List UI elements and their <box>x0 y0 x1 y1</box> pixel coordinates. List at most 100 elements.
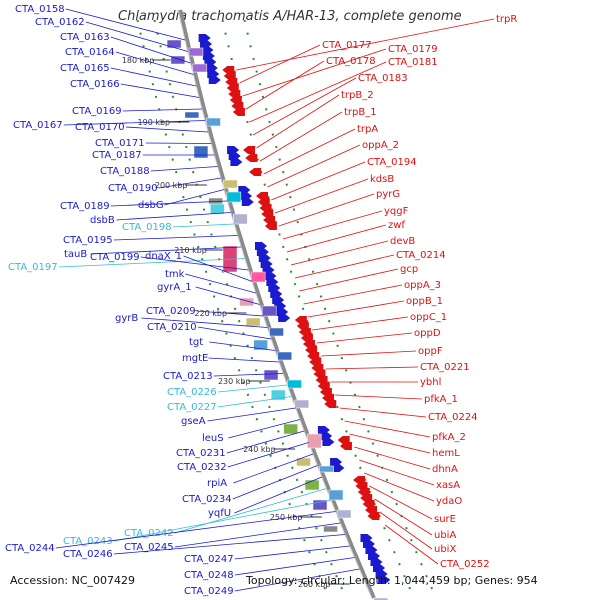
gene-label-right[interactable]: dhnA <box>432 464 458 475</box>
gene-label-left[interactable]: CTA_0170 <box>75 122 125 133</box>
gene-label-right[interactable]: xasA <box>436 480 460 491</box>
gene-label-left[interactable]: CTA_0226 <box>167 387 217 398</box>
gene-label-left[interactable]: leuS <box>202 433 224 444</box>
gene-label-right[interactable]: CTA_0177 <box>322 40 372 51</box>
gene-label-left[interactable]: CTA_0209 <box>146 306 196 317</box>
feature-block[interactable] <box>193 145 209 159</box>
gene-arrow-reverse[interactable] <box>243 146 256 154</box>
gene-arrow-reverse[interactable] <box>324 400 337 408</box>
gene-label-right[interactable]: gcp <box>400 264 418 275</box>
feature-block[interactable] <box>312 499 328 511</box>
gene-label-left[interactable]: CTA_0162 <box>35 17 85 28</box>
gene-label-left[interactable]: CTA_0171 <box>95 138 145 149</box>
gene-label-right[interactable]: CTA_0183 <box>358 73 408 84</box>
gene-label-right[interactable]: CTA_0221 <box>420 362 470 373</box>
feature-block[interactable] <box>263 369 279 381</box>
feature-block[interactable] <box>294 399 310 409</box>
feature-block[interactable] <box>166 39 182 49</box>
gene-label-right[interactable]: surE <box>434 514 456 525</box>
gene-label-right[interactable]: CTA_0181 <box>388 57 438 68</box>
gene-label-right[interactable]: CTA_0179 <box>388 44 438 55</box>
gene-label-left[interactable]: gyrA_1 <box>157 282 192 293</box>
gene-label-right[interactable]: trpB_1 <box>344 107 377 118</box>
gene-arrow-forward[interactable] <box>278 314 291 322</box>
gene-arrow-forward[interactable] <box>208 76 221 84</box>
gene-label-right[interactable]: zwf <box>388 220 405 231</box>
gene-label-left[interactable]: CTA_0248 <box>184 570 234 581</box>
gene-label-right[interactable]: kdsB <box>370 174 394 185</box>
gene-label-left[interactable]: dsbG <box>138 200 164 211</box>
feature-block[interactable] <box>270 389 286 401</box>
gene-label-left[interactable]: CTA_0158 <box>15 4 65 15</box>
gene-label-right[interactable]: devB <box>390 236 415 247</box>
gene-label-right[interactable]: hemL <box>432 448 460 459</box>
feature-block[interactable] <box>245 317 261 327</box>
feature-block[interactable] <box>277 351 292 361</box>
gene-label-left[interactable]: CTA_0167 <box>13 120 63 131</box>
feature-block[interactable] <box>184 111 200 119</box>
gene-arrow-forward[interactable] <box>322 438 335 446</box>
gene-label-left[interactable]: tgt <box>189 337 203 348</box>
feature-block[interactable] <box>192 63 208 73</box>
feature-block[interactable] <box>328 489 344 501</box>
feature-block[interactable] <box>304 479 320 491</box>
gene-arrow-reverse[interactable] <box>339 442 352 450</box>
feature-block[interactable] <box>170 55 186 65</box>
gene-label-right[interactable]: trpR <box>496 14 517 25</box>
gene-arrow-forward[interactable] <box>378 576 391 584</box>
gene-label-left[interactable]: CTA_0189 <box>60 201 110 212</box>
gene-label-left[interactable]: CTA_0210 <box>147 322 197 333</box>
gene-label-left[interactable]: CTA_0190 <box>108 183 158 194</box>
gene-label-right[interactable]: pyrG <box>376 189 400 200</box>
gene-label-left[interactable]: CTA_0242 <box>124 528 174 539</box>
gene-label-left[interactable]: CTA_0232 <box>177 462 227 473</box>
gene-label-left[interactable]: CTA_0164 <box>65 47 115 58</box>
gene-arrow-forward[interactable] <box>332 464 345 472</box>
gene-label-right[interactable]: ydaO <box>436 496 462 507</box>
feature-block[interactable] <box>283 423 298 435</box>
gene-label-left[interactable]: gseA <box>181 416 206 427</box>
gene-label-right[interactable]: yqgF <box>384 206 409 217</box>
feature-block[interactable] <box>188 47 204 57</box>
gene-label-left[interactable]: CTA_0245 <box>124 542 174 553</box>
gene-label-left[interactable]: CTA_0227 <box>167 402 217 413</box>
gene-label-left[interactable]: CTA_0246 <box>63 549 113 560</box>
feature-block[interactable] <box>287 379 302 389</box>
gene-label-right[interactable]: trpB_2 <box>341 90 374 101</box>
gene-label-right[interactable]: ubiA <box>434 530 456 541</box>
gene-label-left[interactable]: CTA_0163 <box>60 32 110 43</box>
feature-block[interactable] <box>269 327 284 337</box>
gene-label-right[interactable]: trpA <box>357 124 378 135</box>
gene-label-right[interactable]: CTA_0214 <box>396 250 446 261</box>
gene-arrow-forward[interactable] <box>230 158 243 166</box>
gene-label-left[interactable]: CTA_0244 <box>5 543 55 554</box>
feature-block[interactable] <box>239 297 254 307</box>
gene-label-right[interactable]: pfkA_1 <box>424 394 458 405</box>
feature-block[interactable] <box>319 465 334 473</box>
gene-label-left[interactable]: rpiA <box>207 478 227 489</box>
gene-arrow-reverse[interactable] <box>367 512 380 520</box>
feature-block[interactable] <box>253 339 268 351</box>
gene-label-left[interactable]: CTA_0165 <box>60 63 110 74</box>
gene-label-left[interactable]: yqfU <box>208 508 231 519</box>
gene-label-right[interactable]: ybhl <box>420 377 441 388</box>
feature-block[interactable] <box>261 305 277 317</box>
feature-block[interactable] <box>373 597 389 600</box>
gene-label-left[interactable]: CTA_0213 <box>163 371 213 382</box>
gene-label-right[interactable]: CTA_0224 <box>428 412 478 423</box>
gene-label-left[interactable]: CTA_0169 <box>72 106 122 117</box>
gene-label-right[interactable]: CTA_0178 <box>326 56 376 67</box>
feature-block[interactable] <box>206 117 221 127</box>
feature-block[interactable] <box>296 457 311 467</box>
gene-label-left[interactable]: CTA_0197 <box>8 262 58 273</box>
gene-label-right[interactable]: oppA_2 <box>362 140 399 151</box>
gene-label-left[interactable]: tmk <box>165 269 185 280</box>
gene-label-left[interactable]: CTA_0231 <box>176 448 226 459</box>
gene-label-left[interactable]: CTA_0199 <box>90 252 140 263</box>
gene-label-left[interactable]: CTA_0198 <box>122 222 172 233</box>
gene-label-right[interactable]: oppB_1 <box>406 296 443 307</box>
gene-label-right[interactable]: oppD <box>414 328 441 339</box>
gene-label-right[interactable]: CTA_0252 <box>440 559 490 570</box>
feature-block[interactable] <box>233 213 248 225</box>
